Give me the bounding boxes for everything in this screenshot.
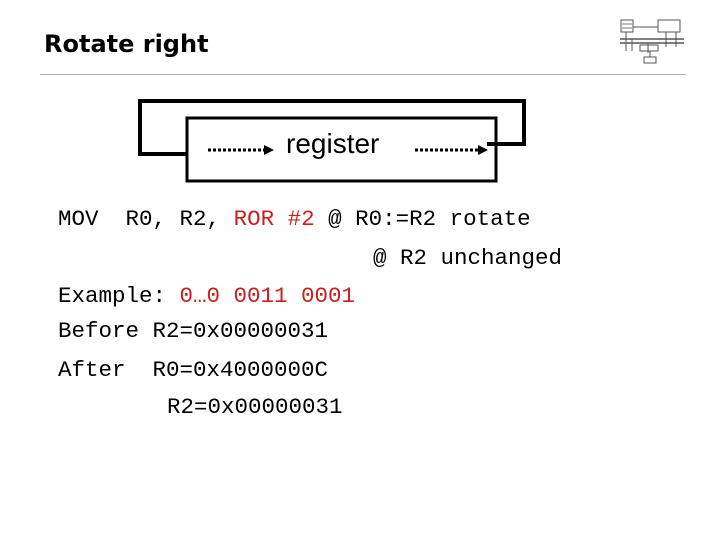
- shift-operand: ROR #2: [233, 206, 315, 232]
- register-label: register: [286, 128, 380, 159]
- example-line: Example: 0…0 0011 0001: [58, 285, 355, 308]
- after-line-r2: R2=0x00000031: [167, 394, 343, 420]
- after-line: After R0=0x4000000C: [58, 359, 328, 382]
- before-line: Before R2=0x00000031: [58, 320, 328, 343]
- rotate-loop-arrow: [138, 99, 526, 156]
- before-value: R2=0x00000031: [152, 318, 329, 344]
- code-comment: @ R0:=R2 rotate: [314, 206, 531, 232]
- title-divider: [40, 74, 686, 75]
- after-label: After: [58, 357, 153, 383]
- before-label: Before: [58, 318, 153, 344]
- example-value: 0…0 0011 0001: [179, 283, 356, 309]
- after-value-r0: R0=0x4000000C: [152, 357, 329, 383]
- code-line-mov: MOV R0, R2, ROR #2 @ R0:=R2 rotate: [58, 208, 531, 231]
- course-logo-icon: [620, 19, 684, 64]
- register-box: [185, 116, 498, 183]
- example-label: Example:: [58, 283, 180, 309]
- mnemonic: MOV: [58, 206, 99, 232]
- slide-title: Rotate right: [44, 30, 209, 58]
- code-line-comment: @ R2 unchanged: [373, 245, 563, 271]
- operands: R0, R2,: [125, 206, 234, 232]
